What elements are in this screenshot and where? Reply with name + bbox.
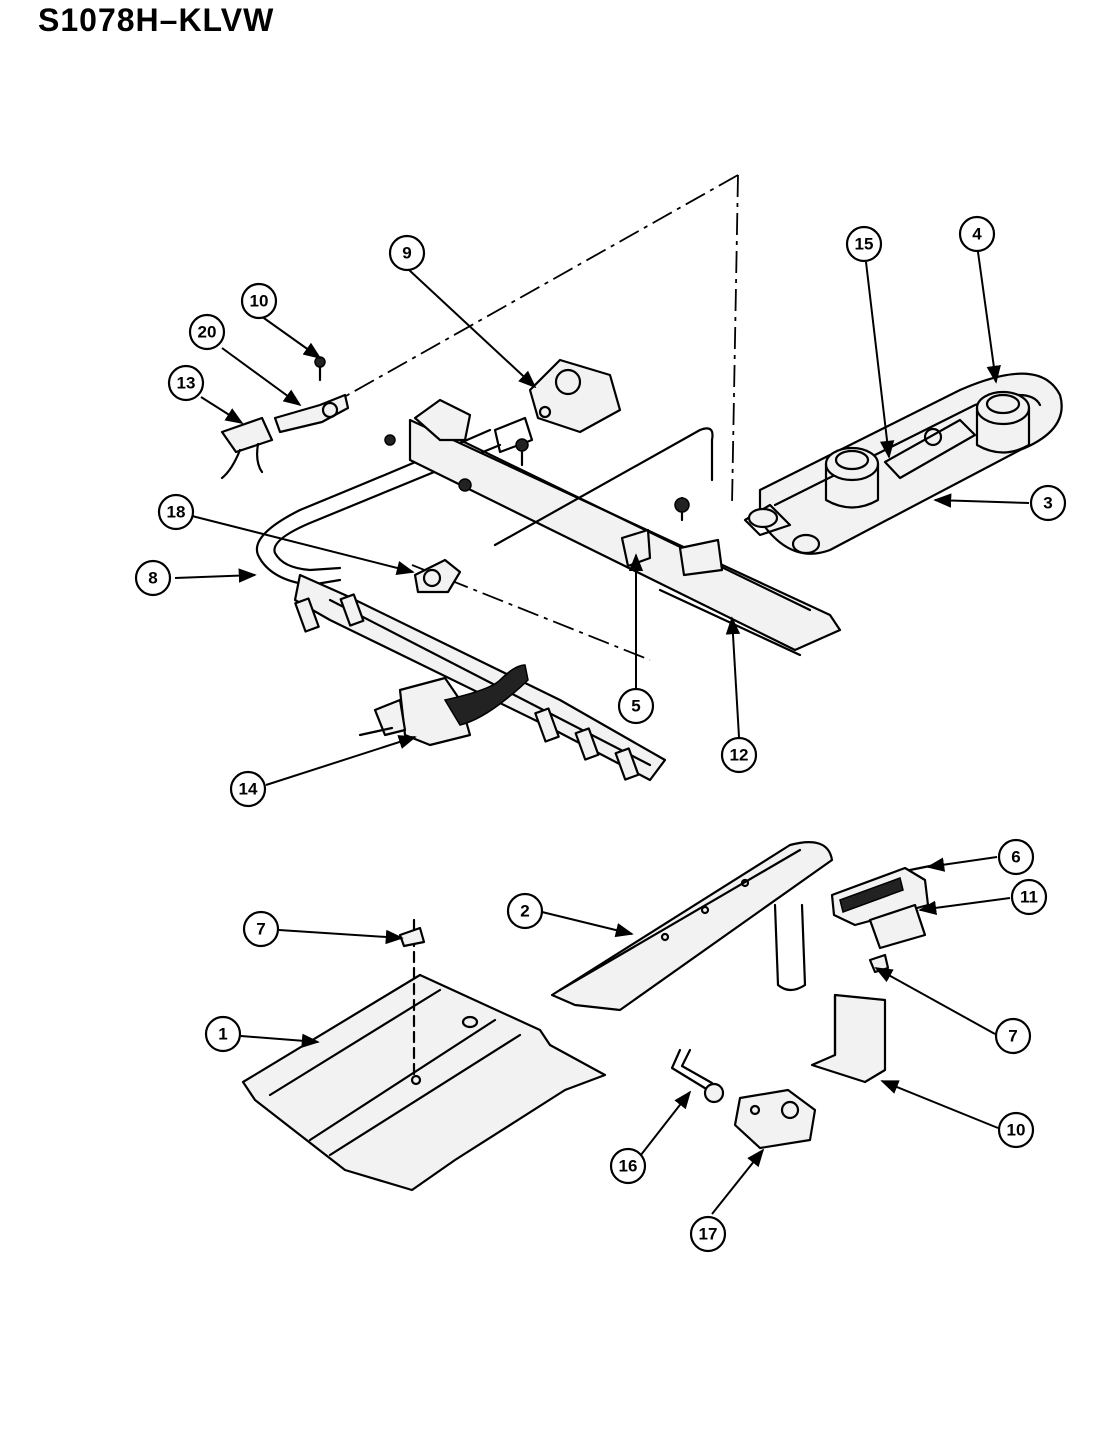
svg-text:4: 4 <box>972 225 982 244</box>
callout-10: 10 <box>240 282 278 320</box>
svg-text:7: 7 <box>256 920 265 939</box>
callout-15: 14 <box>229 770 267 808</box>
callout-4: 4 <box>958 215 996 253</box>
callouts: 9 10 20 13 18 8 5 12 14 15 4 3 6 11 7 2 … <box>134 215 1067 1253</box>
svg-text:16: 16 <box>619 1157 638 1176</box>
svg-text:20: 20 <box>198 323 217 342</box>
callout-8: 8 <box>134 559 172 597</box>
svg-text:11: 11 <box>1020 888 1038 907</box>
svg-text:12: 12 <box>730 746 749 765</box>
svg-text:10: 10 <box>250 292 269 311</box>
regulator-assembly <box>670 1048 817 1150</box>
callout-9: 9 <box>388 234 426 272</box>
callout-13: 12 <box>720 736 758 774</box>
mounting-bracket <box>810 993 887 1084</box>
callout-7-left: 7 <box>242 910 280 948</box>
svg-text:17: 17 <box>699 1225 718 1244</box>
callout-3: 3 <box>1029 484 1067 522</box>
valve-manifold <box>293 573 667 782</box>
callout-16: 15 <box>845 225 883 263</box>
oven-burner-assembly <box>550 841 937 1012</box>
callout-19: 18 <box>157 493 195 531</box>
burner-assembly <box>743 372 1063 555</box>
callout-2: 2 <box>506 892 544 930</box>
leader-lines <box>174 251 1030 1215</box>
svg-text:2: 2 <box>520 902 529 921</box>
svg-text:1: 1 <box>218 1025 227 1044</box>
callout-12: 11 <box>1010 878 1048 916</box>
callout-11: 10 <box>997 1111 1035 1149</box>
svg-text:14: 14 <box>239 780 258 799</box>
svg-text:6: 6 <box>1011 848 1020 867</box>
svg-text:3: 3 <box>1043 494 1052 513</box>
callout-18: 17 <box>689 1215 727 1253</box>
svg-text:9: 9 <box>402 244 411 263</box>
manifold-assembly <box>220 356 842 657</box>
svg-text:5: 5 <box>631 697 640 716</box>
callout-20: 20 <box>188 313 226 351</box>
callout-17: 16 <box>609 1147 647 1185</box>
callout-5: 5 <box>617 687 655 725</box>
model-number-title: S1078H–KLVW <box>38 2 275 38</box>
svg-text:7: 7 <box>1008 1027 1017 1046</box>
svg-text:18: 18 <box>167 503 186 522</box>
svg-text:8: 8 <box>148 569 157 588</box>
callout-7-right: 7 <box>994 1017 1032 1055</box>
svg-text:15: 15 <box>855 235 874 254</box>
callout-14: 13 <box>167 364 205 402</box>
callout-1: 1 <box>204 1015 242 1053</box>
svg-text:10: 10 <box>1007 1121 1026 1140</box>
svg-text:13: 13 <box>177 374 196 393</box>
burner-box <box>241 918 607 1192</box>
callout-6: 6 <box>997 838 1035 876</box>
